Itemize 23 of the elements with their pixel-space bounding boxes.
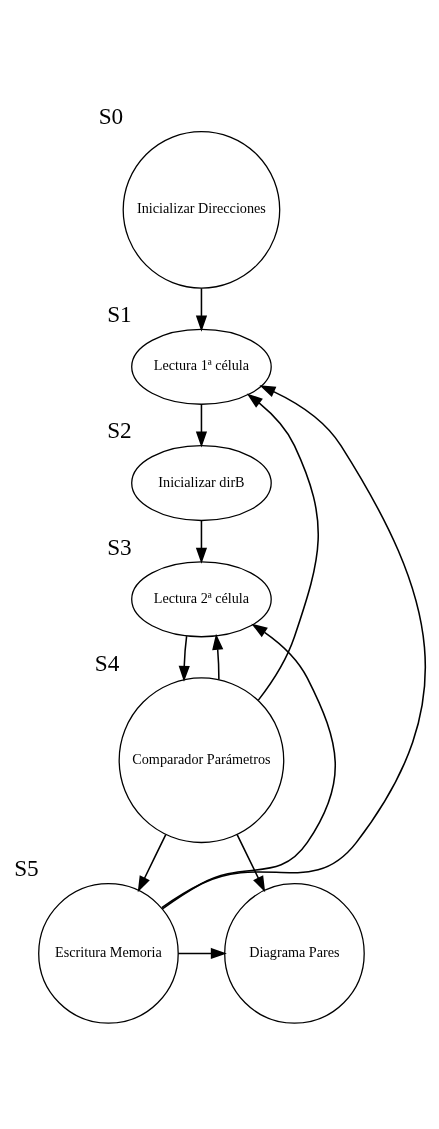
arrow	[235, 833, 265, 893]
arrow	[211, 633, 223, 681]
node-circle: Diagrama Pares	[223, 883, 365, 1024]
arrow	[195, 403, 207, 448]
arrow	[246, 393, 319, 701]
arrow	[176, 947, 227, 960]
node-label: S1	[106, 301, 132, 328]
node-label: S3	[106, 533, 132, 560]
node-label: S2	[106, 417, 132, 444]
arrow	[178, 635, 190, 682]
arrow	[195, 287, 207, 332]
node-ellipse: Inicializar dirB	[130, 444, 272, 522]
arrow	[137, 833, 167, 893]
node-label: S4	[94, 649, 119, 676]
node-label: S0	[98, 103, 123, 130]
node-circle: Comparador Parámetros	[118, 677, 284, 844]
node-circle: Inicializar Direcciones	[122, 130, 280, 289]
arrow	[161, 623, 336, 910]
node-ellipse: Lectura 1ª célula	[130, 328, 272, 405]
arrow	[195, 520, 207, 564]
node-circle: Escritura Memoria	[37, 883, 179, 1024]
arrow	[160, 385, 426, 909]
node-label: S5	[13, 855, 39, 882]
